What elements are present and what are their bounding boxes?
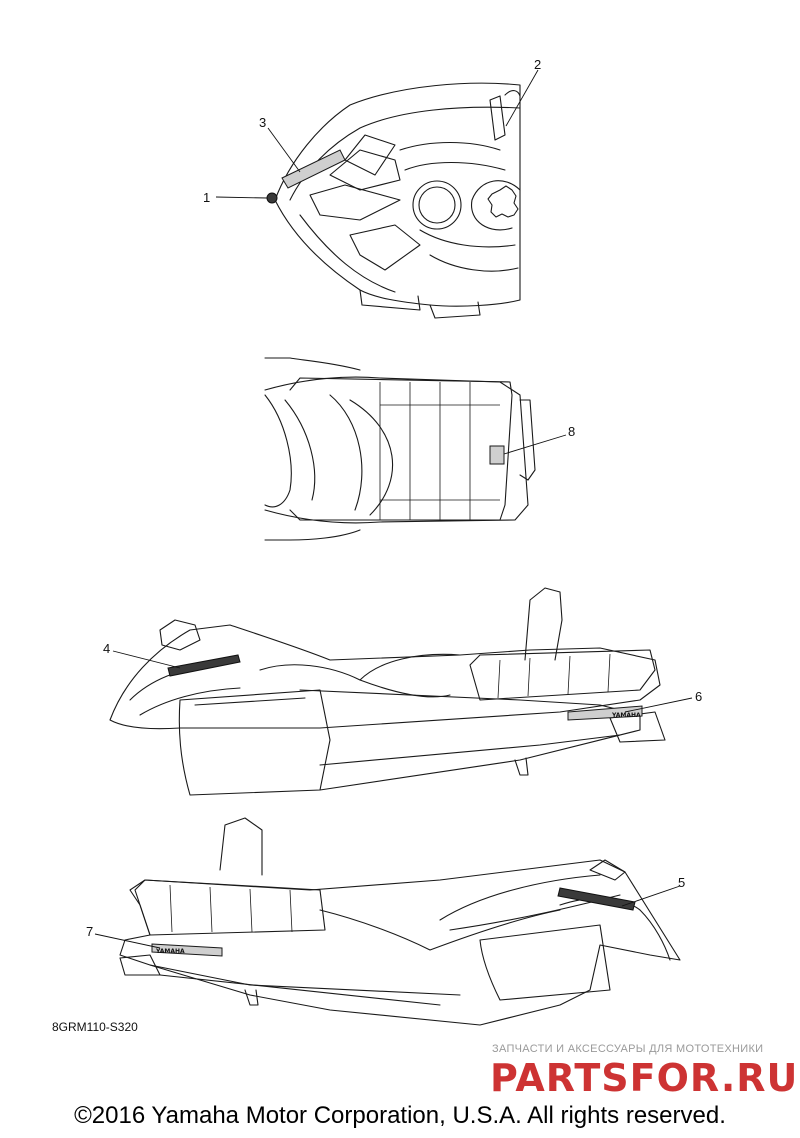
callout-7: 7 xyxy=(86,924,94,939)
hood-top-view xyxy=(266,82,521,319)
part-code: 8GRM110-S320 xyxy=(52,1020,138,1034)
watermark-tagline: ЗАПЧАСТИ И АКСЕССУАРЫ ДЛЯ МОТОТЕХНИКИ xyxy=(492,1043,764,1055)
copyright-notice: ©2016 Yamaha Motor Corporation, U.S.A. A… xyxy=(74,1102,726,1129)
decal-text-7: YAMAHA xyxy=(155,948,185,955)
right-side-view: YAMAHA xyxy=(119,817,681,1026)
callout-1: 1 xyxy=(203,190,211,205)
watermark-logo: PARTSFOR.RU xyxy=(490,1056,799,1100)
leader-lines xyxy=(94,69,693,949)
callout-4: 4 xyxy=(103,641,111,656)
left-side-view: YAMAHA xyxy=(109,587,666,796)
callout-8: 8 xyxy=(568,424,576,439)
callout-6: 6 xyxy=(695,689,703,704)
decal-text-6: YAMAHA xyxy=(611,712,641,719)
callout-3: 3 xyxy=(259,115,267,130)
callout-2: 2 xyxy=(534,57,542,72)
rear-rack-top-view xyxy=(264,357,536,541)
callout-5: 5 xyxy=(678,875,686,890)
